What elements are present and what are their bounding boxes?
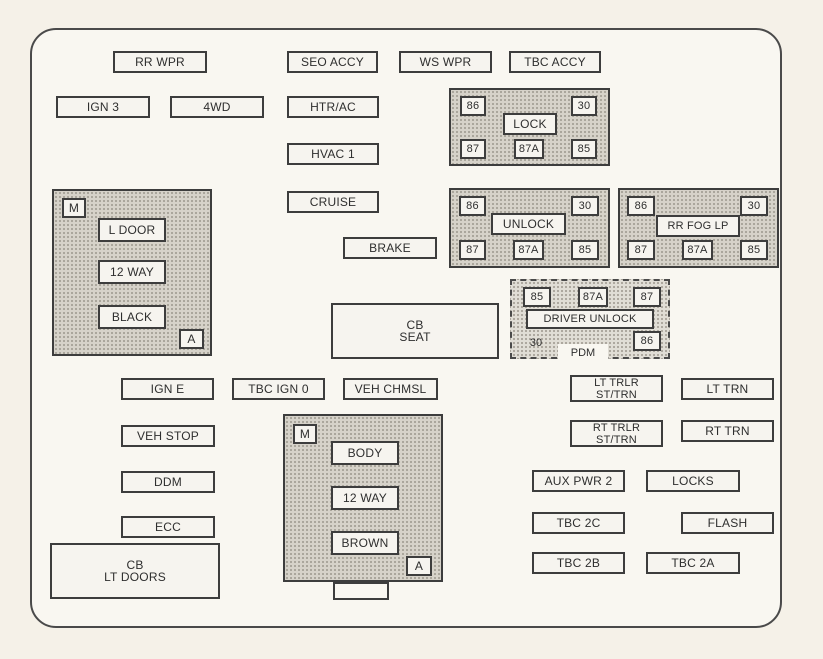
fuse-tbc-2a: TBC 2A <box>646 552 740 574</box>
relay-rr-fog-label: RR FOG LP <box>656 215 740 237</box>
fuse-rt-trlr-st-trn: RT TRLR ST/TRN <box>570 420 663 447</box>
fuse-tbc-accy: TBC ACCY <box>509 51 601 73</box>
pdm-label: PDM <box>558 344 608 362</box>
fuse-4wd: 4WD <box>170 96 264 118</box>
relay-driver-unlock-pin-87a: 87A <box>578 287 608 307</box>
relay-driver-unlock-pin-85: 85 <box>523 287 551 307</box>
relay-driver-unlock-pin-87: 87 <box>633 287 661 307</box>
fuse-ecc: ECC <box>121 516 215 538</box>
relay-lock-pin-30: 30 <box>571 96 597 116</box>
connector-black-block <box>52 189 212 356</box>
fuse-flash: FLASH <box>681 512 774 534</box>
connector-brown: BROWN <box>331 531 399 555</box>
relay-rr-fog-pin-86: 86 <box>627 196 655 216</box>
fuse-htr-ac: HTR/AC <box>287 96 379 118</box>
fuse-rt-trn: RT TRN <box>681 420 774 442</box>
fuse-locks: LOCKS <box>646 470 740 492</box>
relay-lock-pin-85: 85 <box>571 139 597 159</box>
fuse-cruise: CRUISE <box>287 191 379 213</box>
connector-brown-m-mark: M <box>293 424 317 444</box>
relay-rr-fog-pin-87a: 87A <box>682 240 713 260</box>
connector-body: BODY <box>331 441 399 465</box>
relay-rr-fog-pin-30: 30 <box>740 196 768 216</box>
relay-unlock-pin-86: 86 <box>459 196 486 216</box>
connector-brown-12-way: 12 WAY <box>331 486 399 510</box>
relay-unlock-pin-87: 87 <box>459 240 486 260</box>
connector-brown-a-mark: A <box>406 556 432 576</box>
connector-black-m-mark: M <box>62 198 86 218</box>
relay-driver-unlock-pin-30: 30 <box>529 337 543 349</box>
connector-black-12-way: 12 WAY <box>98 260 166 284</box>
connector-l-door: L DOOR <box>98 218 166 242</box>
fuse-ddm: DDM <box>121 471 215 493</box>
relay-unlock-label: UNLOCK <box>491 213 566 235</box>
fuse-ws-wpr: WS WPR <box>399 51 492 73</box>
connector-brown-tab <box>333 582 389 600</box>
fuse-veh-stop: VEH STOP <box>121 425 215 447</box>
fuse-tbc-ign-0: TBC IGN 0 <box>232 378 325 400</box>
fuse-ign-e: IGN E <box>121 378 214 400</box>
fuse-tbc-2c: TBC 2C <box>532 512 625 534</box>
relay-driver-unlock-label: DRIVER UNLOCK <box>526 309 654 329</box>
relay-driver-unlock-pin-86: 86 <box>633 331 661 351</box>
connector-black-a-mark: A <box>179 329 204 349</box>
relay-rr-fog-pin-87: 87 <box>627 240 655 260</box>
fuse-tbc-2b: TBC 2B <box>532 552 625 574</box>
fuse-aux-pwr-2: AUX PWR 2 <box>532 470 625 492</box>
connector-black: BLACK <box>98 305 166 329</box>
fuse-lt-trlr-st-trn: LT TRLR ST/TRN <box>570 375 663 402</box>
relay-rr-fog-pin-85: 85 <box>740 240 768 260</box>
fuse-ign-3: IGN 3 <box>56 96 150 118</box>
relay-unlock-pin-87a: 87A <box>513 240 544 260</box>
relay-lock-pin-87: 87 <box>460 139 486 159</box>
fuse-seo-accy: SEO ACCY <box>287 51 378 73</box>
breaker-cb-lt-doors: CB LT DOORS <box>50 543 220 599</box>
fuse-brake: BRAKE <box>343 237 437 259</box>
fuse-lt-trn: LT TRN <box>681 378 774 400</box>
breaker-cb-seat: CB SEAT <box>331 303 499 359</box>
relay-lock-pin-87a: 87A <box>514 139 544 159</box>
fuse-veh-chmsl: VEH CHMSL <box>343 378 438 400</box>
relay-unlock-pin-30: 30 <box>571 196 599 216</box>
relay-lock-label: LOCK <box>503 113 557 135</box>
relay-lock-pin-86: 86 <box>460 96 486 116</box>
fuse-hvac-1: HVAC 1 <box>287 143 379 165</box>
fuse-rr-wpr: RR WPR <box>113 51 207 73</box>
relay-unlock-pin-85: 85 <box>571 240 599 260</box>
